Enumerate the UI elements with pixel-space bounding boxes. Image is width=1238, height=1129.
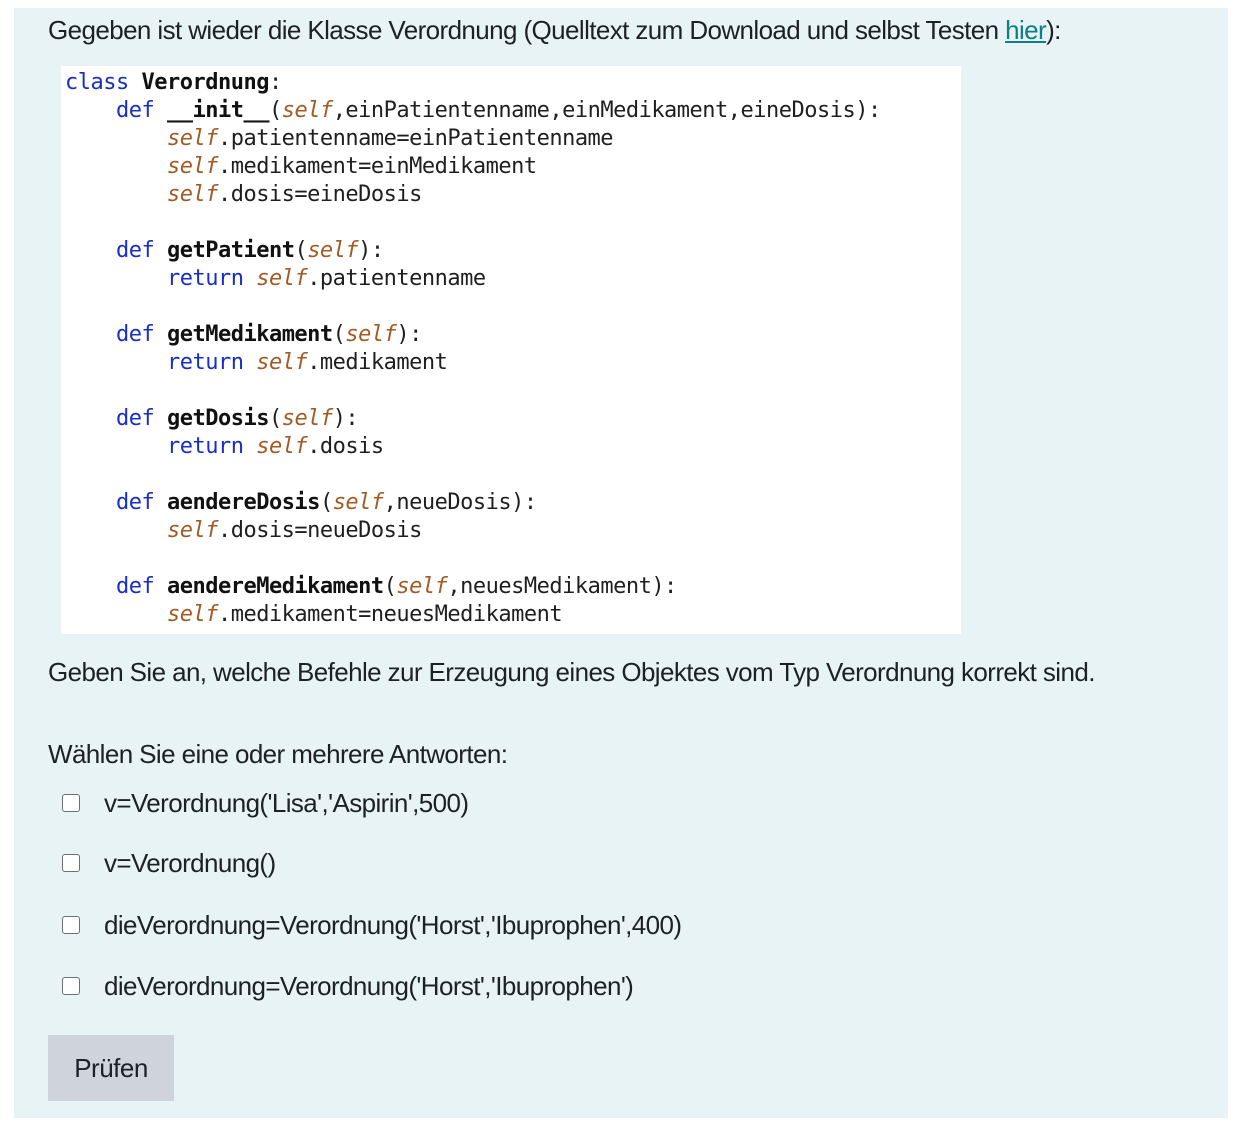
answer-option-1[interactable]: v=Verordnung('Lisa','Aspirin',500) <box>62 786 469 820</box>
code-line-aenderemedikament-body: self.medikament=neuesMedikament <box>166 602 563 627</box>
answer-checkbox-4[interactable] <box>62 977 80 995</box>
intro-text-after: ): <box>1046 15 1061 45</box>
code-blank-line <box>65 461 881 489</box>
code-line-aenderedosis-body: self.dosis=neueDosis <box>166 518 422 543</box>
code-line-getdosis-return: return self.dosis <box>166 434 384 459</box>
code-block: class Verordnung: def __init__(self,einP… <box>61 66 961 634</box>
code-line-getpatient-def: def getPatient(self): <box>115 238 384 263</box>
code-blank-line <box>65 377 881 405</box>
code-line-init-body-3: self.dosis=eineDosis <box>166 182 422 207</box>
code-line-init-body-1: self.patientenname=einPatientenname <box>166 126 614 151</box>
question-panel: Gegeben ist wieder die Klasse Verordnung… <box>14 8 1228 1118</box>
code-line-init-body-2: self.medikament=einMedikament <box>166 154 537 179</box>
answer-prompt: Wählen Sie eine oder mehrere Antworten: <box>48 739 508 769</box>
code-line-init-def: def __init__(self,einPatientenname,einMe… <box>115 98 881 123</box>
answer-label-1: v=Verordnung('Lisa','Aspirin',500) <box>104 787 469 818</box>
code-blank-line <box>65 209 881 237</box>
answer-checkbox-3[interactable] <box>62 916 80 934</box>
answer-option-2[interactable]: v=Verordnung() <box>62 846 276 880</box>
code-line-getdosis-def: def getDosis(self): <box>115 406 359 431</box>
answer-option-3[interactable]: dieVerordnung=Verordnung('Horst','Ibupro… <box>62 908 682 942</box>
code-line-getmedikament-def: def getMedikament(self): <box>115 322 422 347</box>
question-text: Geben Sie an, welche Befehle zur Erzeugu… <box>48 657 1095 687</box>
code-line-getpatient-return: return self.patientenname <box>166 266 486 291</box>
answer-label-3: dieVerordnung=Verordnung('Horst','Ibupro… <box>104 909 682 940</box>
answer-checkbox-1[interactable] <box>62 794 80 812</box>
code-line-aenderedosis-def: def aendereDosis(self,neueDosis): <box>115 490 537 515</box>
code-line-aenderemedikament-def: def aendereMedikament(self,neuesMedikame… <box>115 574 677 599</box>
code-blank-line <box>65 545 881 573</box>
check-button[interactable]: Prüfen <box>48 1035 174 1101</box>
code-line-getmedikament-return: return self.medikament <box>166 350 448 375</box>
code-line-class: class Verordnung: <box>65 70 282 95</box>
answer-checkbox-2[interactable] <box>62 854 80 872</box>
source-code: class Verordnung: def __init__(self,einP… <box>65 69 881 629</box>
intro-text: Gegeben ist wieder die Klasse Verordnung… <box>48 15 1061 46</box>
download-link[interactable]: hier <box>1005 15 1047 45</box>
intro-text-before: Gegeben ist wieder die Klasse Verordnung… <box>48 15 1006 45</box>
code-blank-line <box>65 293 881 321</box>
answer-option-4[interactable]: dieVerordnung=Verordnung('Horst','Ibupro… <box>62 969 634 1003</box>
answer-label-4: dieVerordnung=Verordnung('Horst','Ibupro… <box>104 970 634 1001</box>
answer-label-2: v=Verordnung() <box>104 847 276 878</box>
